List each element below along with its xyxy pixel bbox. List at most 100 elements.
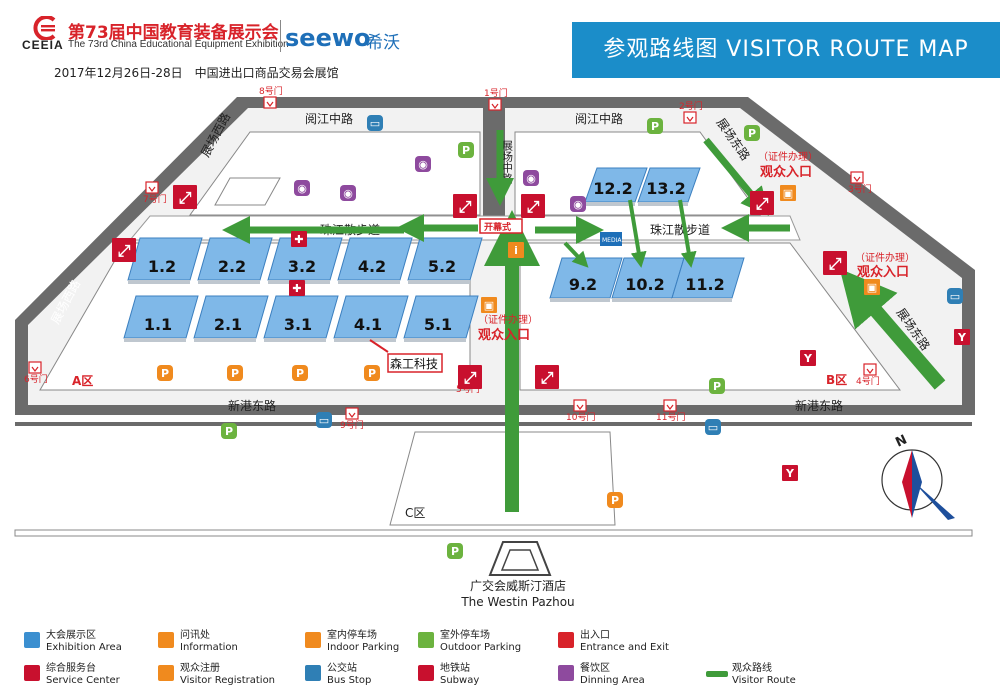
hall-4.1: 4.1	[333, 295, 409, 342]
svg-text:P: P	[296, 367, 304, 380]
bus-stop-icon: ▭	[316, 412, 332, 428]
sponsor-logo: seewo	[285, 24, 371, 52]
legend-label-en: Subway	[440, 675, 480, 686]
hall-2.2-label: 2.2	[218, 257, 246, 276]
indoor-parking-icon: P	[364, 365, 380, 381]
legend-label-cn: 室内停车场	[327, 630, 377, 641]
legend-label-en: Service Center	[46, 675, 120, 686]
hall-13.2: 13.2	[637, 167, 701, 206]
svg-text:◉: ◉	[418, 158, 428, 171]
gate-9-label: 9号门	[340, 419, 364, 431]
svg-text:▭: ▭	[950, 290, 960, 303]
visitor-registration-icon: ▣	[864, 279, 880, 295]
road-label-north: 阅江中路	[305, 111, 353, 126]
outdoor-parking-icon: P	[221, 423, 237, 439]
gate-11-label: 11号门	[656, 411, 685, 423]
indoor-parking-icon: P	[607, 492, 623, 508]
indoor-parking-icon: P	[227, 365, 243, 381]
hall-5.2-label: 5.2	[428, 257, 456, 276]
hall-5.2: 5.2	[407, 237, 483, 284]
dining-icon: ◉	[570, 196, 586, 212]
svg-text:P: P	[368, 367, 376, 380]
outdoor-parking-icon: P	[458, 142, 474, 158]
media-label: MEDIA	[602, 237, 622, 244]
subway-icon: Y	[954, 329, 970, 345]
subway-icon: Y	[782, 465, 798, 481]
hall-1.1-label: 1.1	[144, 315, 172, 334]
svg-text:P: P	[451, 545, 459, 558]
gate-4: 4号门	[856, 363, 880, 387]
hall-4.2-label: 4.2	[358, 257, 386, 276]
gate-1-label: 1号门	[484, 87, 508, 99]
road-label-north-east: 阅江中路	[575, 111, 623, 126]
hall-4.1-label: 4.1	[354, 315, 382, 334]
hall-10.2-label: 10.2	[625, 275, 664, 294]
hall-13.2-label: 13.2	[646, 179, 685, 198]
entrance-exit-icon	[345, 407, 359, 420]
svg-text:▭: ▭	[319, 414, 329, 427]
hall-1.2-label: 1.2	[148, 257, 176, 276]
gate-7: 7号门	[143, 181, 167, 205]
svg-text:P: P	[748, 127, 756, 140]
compass: N	[881, 432, 955, 520]
compass-north-label: N	[893, 432, 909, 450]
gate-6: 6号门	[24, 361, 48, 385]
service-center-icon	[24, 665, 40, 681]
outdoor-parking-icon: P	[744, 125, 760, 141]
legend-label-cn: 出入口	[580, 630, 610, 641]
dining-icon: ◉	[340, 185, 356, 201]
escalator-icon: ⤢	[750, 191, 774, 215]
indoor-parking-icon: P	[292, 365, 308, 381]
hall-12.2: 12.2	[584, 167, 648, 206]
entrance-exit-icon	[683, 111, 697, 124]
legend-label-en: Exhibition Area	[46, 642, 122, 653]
svg-text:▭: ▭	[370, 117, 380, 130]
svg-text:Y: Y	[803, 352, 813, 365]
svg-text:P: P	[462, 144, 470, 157]
exhibitor-tag: 森工科技	[369, 339, 443, 373]
svg-text:P: P	[651, 120, 659, 133]
hall-11.2: 11.2	[671, 257, 745, 302]
hall-3.1: 3.1	[263, 295, 339, 342]
svg-text:⤢: ⤢	[527, 197, 541, 216]
entrance-exit-icon	[573, 399, 587, 412]
gate-7-label: 7号门	[143, 193, 167, 205]
hall-9.2: 9.2	[549, 257, 623, 302]
sponsor-logo-cn: 希沃	[366, 33, 400, 53]
dining-icon: ◉	[415, 156, 431, 172]
svg-text:Y: Y	[785, 467, 795, 480]
svg-text:P: P	[225, 425, 233, 438]
entrance-exit-icon	[145, 181, 159, 194]
subway-icon: Y	[800, 350, 816, 366]
gate-1: 1号门	[484, 87, 508, 111]
outdoor-parking-icon: P	[709, 378, 725, 394]
legend-label-cn: 餐饮区	[580, 663, 610, 674]
visitor-entrance-east: 观众入口	[857, 264, 909, 280]
svg-text:P: P	[611, 494, 619, 507]
logo-brand: CEEIA	[22, 38, 64, 52]
visitor-registration-icon: ▣	[481, 297, 497, 313]
visitor-entrance-main: 观众入口	[478, 327, 530, 343]
dining-icon	[558, 665, 574, 681]
svg-text:P: P	[161, 367, 169, 380]
legend-label-en: Dinning Area	[580, 675, 645, 686]
svg-text:▭: ▭	[708, 421, 718, 434]
escalator-icon: ⤢	[823, 251, 847, 275]
zone-label-c: C区	[405, 506, 425, 520]
event-logo-mark	[30, 15, 60, 41]
svg-text:⤢: ⤢	[464, 368, 478, 387]
indoor-parking-icon: P	[157, 365, 173, 381]
outdoor-parking-icon: P	[447, 543, 463, 559]
svg-text:Y: Y	[957, 331, 967, 344]
